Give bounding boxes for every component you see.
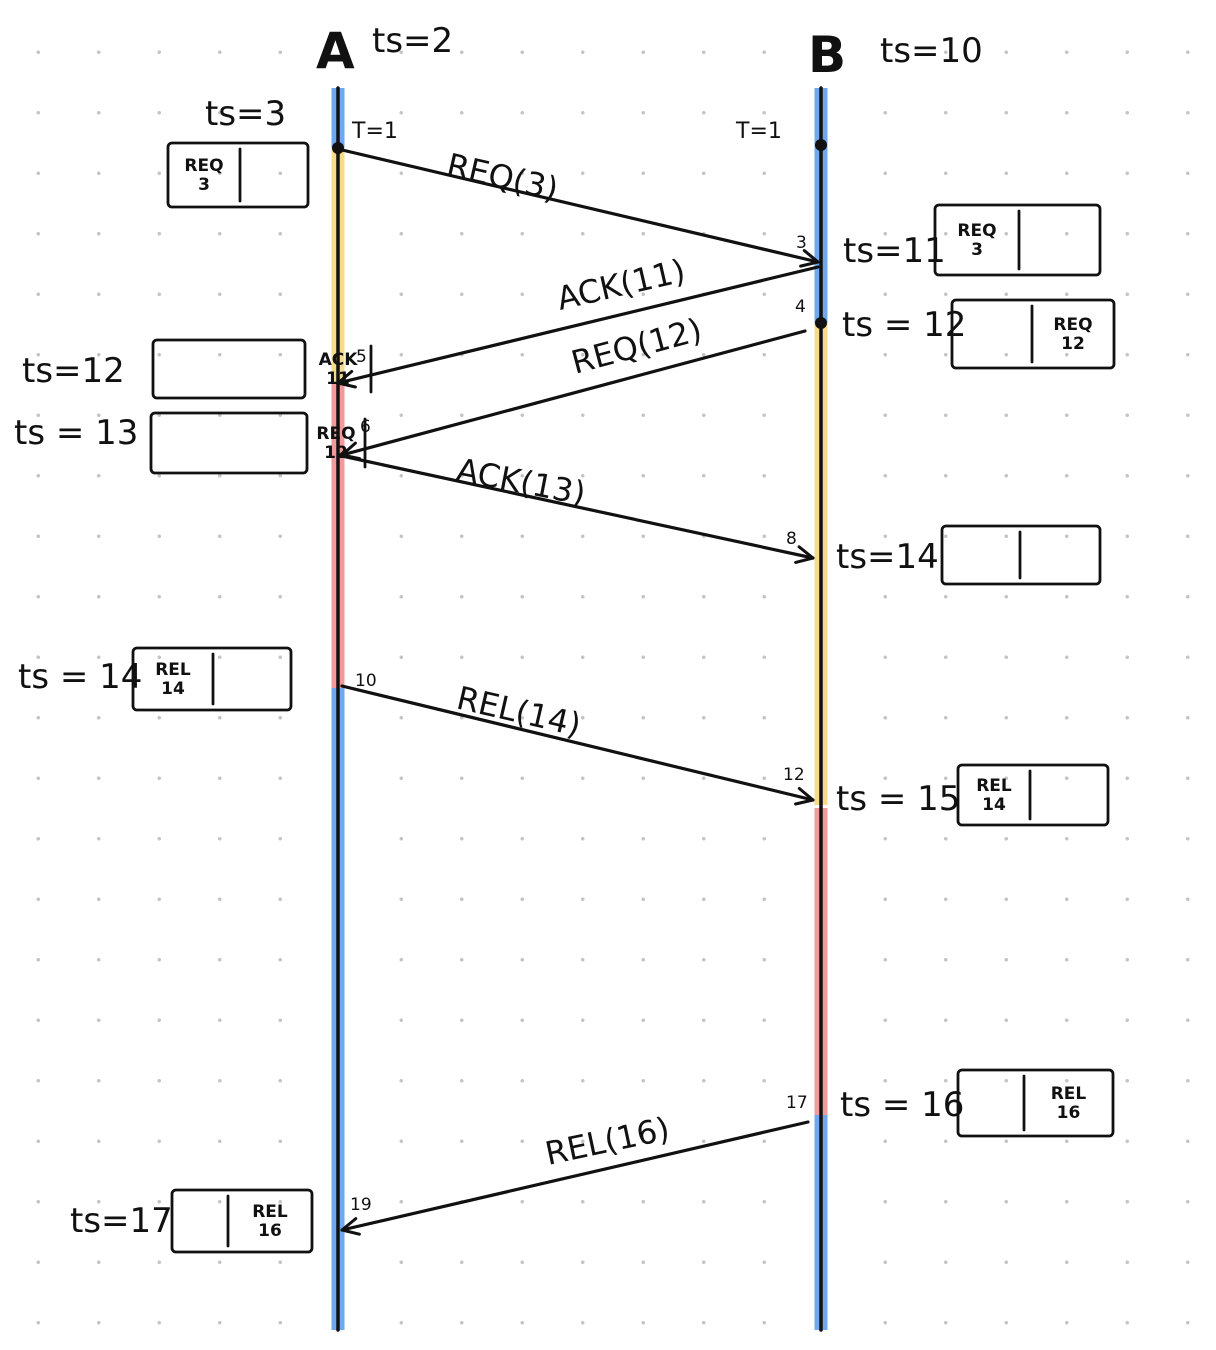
send-time-label: 4: [795, 297, 806, 317]
process-b-send-dot: [815, 317, 827, 329]
queue-timestamp: ts=3: [205, 94, 286, 134]
message-label: REL(16): [542, 1109, 673, 1172]
queue-timestamp: ts=12: [22, 351, 125, 391]
process-b-initial-ts: ts=10: [880, 31, 983, 71]
queue-box: [166, 141, 310, 209]
message-label: REQ(3): [443, 146, 562, 208]
message-label: ACK(13): [453, 451, 588, 513]
process-b-label: B: [808, 26, 846, 84]
queue-timestamp: ts = 13: [14, 413, 138, 453]
message-arrow: [336, 265, 820, 389]
send-time-label: 10: [355, 671, 377, 691]
send-time-label: 17: [786, 1093, 808, 1113]
receive-time-label: 8: [786, 529, 797, 549]
process-b-start-dot: [815, 139, 827, 151]
message-arrow: [336, 147, 820, 268]
queue-box: [170, 1188, 314, 1254]
message-label: REL(14): [453, 679, 584, 744]
queue-timestamp: ts = 14: [18, 657, 142, 697]
queue-box: [933, 203, 1102, 277]
queue-box: [950, 298, 1116, 370]
queue-box: [131, 646, 293, 712]
message-label: ACK(11): [553, 251, 689, 317]
queue-box: [956, 1068, 1115, 1138]
process-a-label: A: [316, 22, 355, 80]
process-a-start-label: T=1: [351, 119, 398, 144]
message-arrow: [340, 684, 815, 806]
queue-snapshot: ts=14: [836, 524, 1102, 586]
queue-timestamp: ts = 15: [836, 779, 960, 819]
process-a-initial-ts: ts=2: [372, 21, 453, 61]
queue-timestamp: ts=17: [70, 1201, 173, 1241]
receive-time-label: 19: [350, 1195, 372, 1215]
queue-box: [149, 411, 309, 475]
message-arrow: [340, 454, 815, 564]
queue-box: [956, 763, 1110, 827]
queue-timestamp: ts=11: [843, 231, 946, 271]
queue-timestamp: ts=14: [836, 537, 939, 577]
queue-box: [940, 524, 1102, 586]
queue-timestamp: ts = 16: [840, 1085, 964, 1125]
receive-time-label: 5: [356, 347, 367, 367]
receive-time-label: 3: [796, 233, 807, 253]
message-arrow: [340, 329, 807, 461]
queue-timestamp: ts = 12: [842, 305, 966, 345]
message-arrow: [340, 1120, 810, 1236]
process-b-start-label: T=1: [735, 119, 782, 144]
receive-time-label: 12: [783, 765, 805, 785]
queue-box: [151, 338, 307, 400]
